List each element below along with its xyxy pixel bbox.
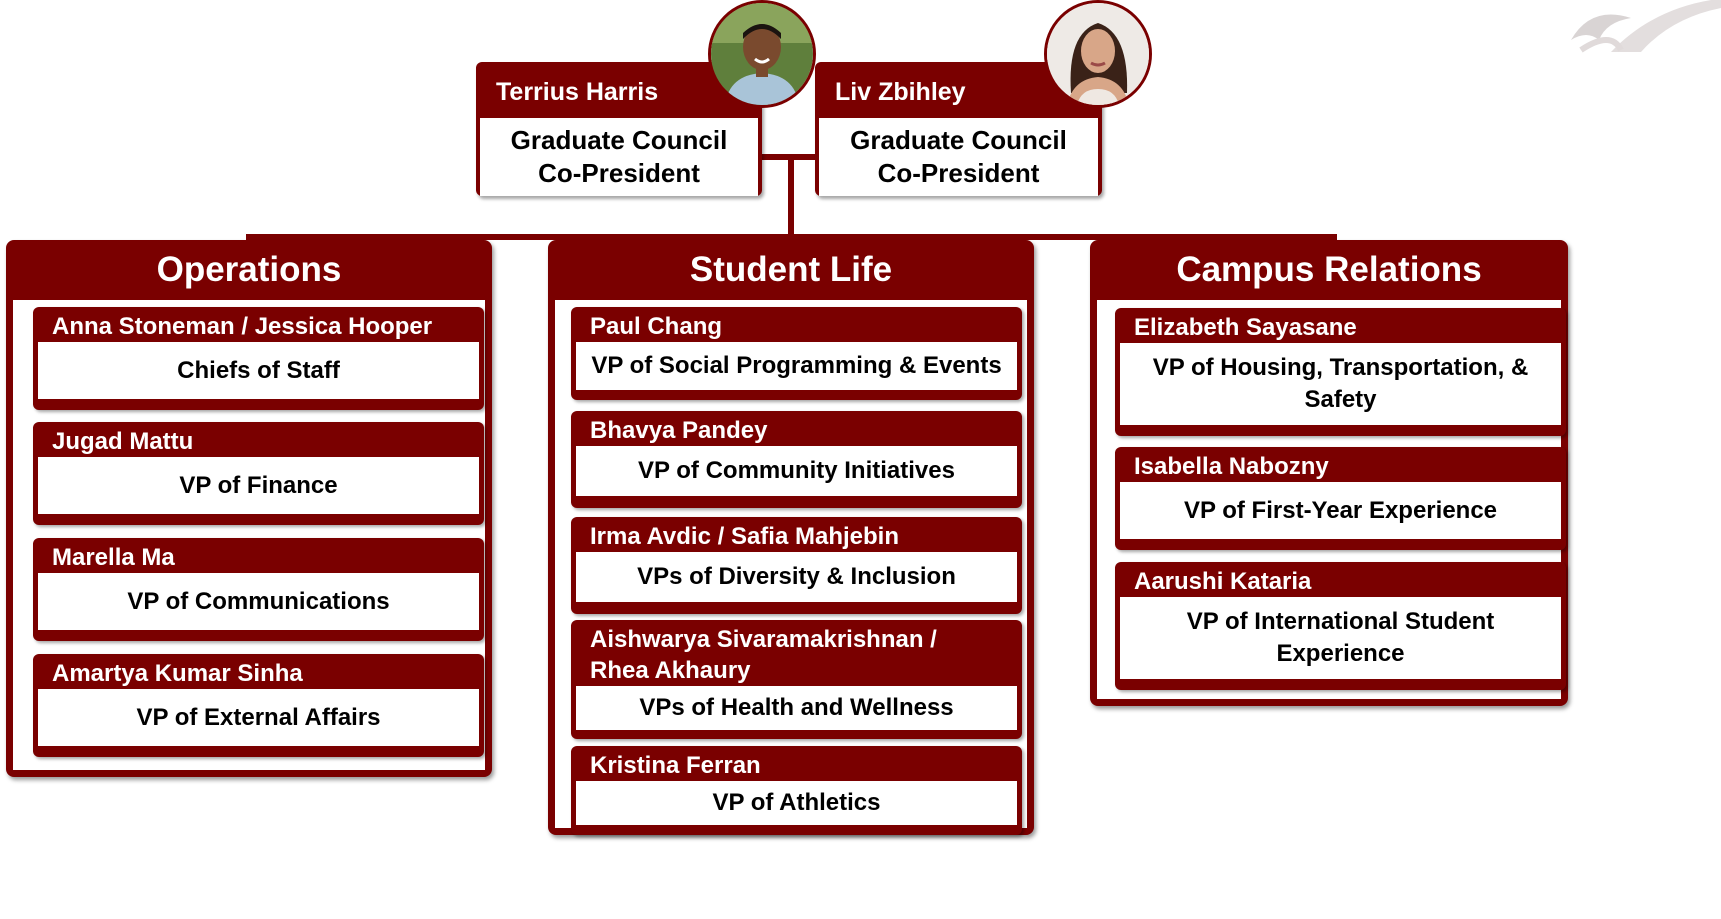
- role-title: Chiefs of Staff: [38, 342, 479, 399]
- department-operations: Operations Anna Stoneman / Jessica Hoope…: [6, 240, 492, 777]
- department-title: Student Life: [689, 250, 893, 289]
- logo-watermark: [1551, 0, 1721, 65]
- role-title: VPs of Health and Wellness: [576, 686, 1017, 730]
- role-card: Aarushi Kataria VP of International Stud…: [1115, 562, 1566, 690]
- role-title: VP of Communications: [38, 573, 479, 630]
- role-person: Anna Stoneman / Jessica Hooper: [52, 313, 433, 340]
- department-campus-relations: Campus Relations Elizabeth Sayasane VP o…: [1090, 240, 1568, 706]
- role-card: Isabella Nabozny VP of First-Year Experi…: [1115, 447, 1566, 550]
- role-card: Amartya Kumar Sinha VP of External Affai…: [33, 654, 484, 757]
- leader-card-1: Terrius Harris Graduate Council Co-Presi…: [476, 62, 762, 196]
- leader-title: Graduate Council Co-President: [819, 118, 1098, 196]
- role-title: VP of External Affairs: [38, 689, 479, 746]
- role-card: Marella Ma VP of Communications: [33, 538, 484, 641]
- role-person: Amartya Kumar Sinha: [52, 660, 303, 687]
- role-person: Bhavya Pandey: [590, 417, 768, 444]
- connector-trunk: [788, 154, 794, 240]
- role-title: VP of Community Initiatives: [576, 446, 1017, 496]
- role-card: Aishwarya Sivaramakrishnan / Rhea Akhaur…: [571, 620, 1022, 739]
- leader-title: Graduate Council Co-President: [480, 118, 758, 196]
- role-person: Aarushi Kataria: [1134, 568, 1312, 595]
- role-person: Jugad Mattu: [52, 428, 194, 455]
- role-person: Marella Ma: [52, 544, 175, 571]
- role-title: VPs of Diversity & Inclusion: [576, 552, 1017, 602]
- role-title: VP of International Student Experience: [1120, 597, 1561, 679]
- role-card: Bhavya Pandey VP of Community Initiative…: [571, 411, 1022, 508]
- leader-name: Liv Zbihley: [835, 78, 966, 106]
- role-card: Jugad Mattu VP of Finance: [33, 422, 484, 525]
- department-body: Anna Stoneman / Jessica Hooper Chiefs of…: [13, 300, 485, 770]
- department-body: Paul Chang VP of Social Programming & Ev…: [555, 300, 1027, 835]
- role-title: VP of Athletics: [576, 781, 1017, 825]
- department-title: Operations: [156, 250, 342, 289]
- role-person: Kristina Ferran: [590, 752, 761, 779]
- role-title: VP of First-Year Experience: [1120, 482, 1561, 539]
- role-title: VP of Social Programming & Events: [576, 342, 1017, 390]
- role-person: Isabella Nabozny: [1134, 453, 1329, 480]
- role-person: Irma Avdic / Safia Mahjebin: [590, 523, 899, 550]
- role-card: Kristina Ferran VP of Athletics: [571, 746, 1022, 835]
- role-card: Paul Chang VP of Social Programming & Ev…: [571, 307, 1022, 400]
- role-card: Anna Stoneman / Jessica Hooper Chiefs of…: [33, 307, 484, 410]
- connector-leaders: [755, 154, 833, 160]
- role-person: Aishwarya Sivaramakrishnan / Rhea Akhaur…: [590, 626, 937, 684]
- role-person: Paul Chang: [590, 313, 723, 340]
- role-title: VP of Finance: [38, 457, 479, 514]
- role-card: Elizabeth Sayasane VP of Housing, Transp…: [1115, 308, 1566, 436]
- department-body: Elizabeth Sayasane VP of Housing, Transp…: [1097, 300, 1566, 699]
- role-title: VP of Housing, Transportation, & Safety: [1120, 343, 1561, 425]
- avatar-liv-zbihley: [1044, 0, 1152, 108]
- role-person: Elizabeth Sayasane: [1134, 314, 1357, 341]
- department-title: Campus Relations: [1176, 250, 1482, 289]
- role-card: Irma Avdic / Safia Mahjebin VPs of Diver…: [571, 517, 1022, 614]
- avatar-terrius-harris: [708, 0, 816, 108]
- leader-name: Terrius Harris: [496, 78, 659, 106]
- department-student-life: Student Life Paul Chang VP of Social Pro…: [548, 240, 1034, 835]
